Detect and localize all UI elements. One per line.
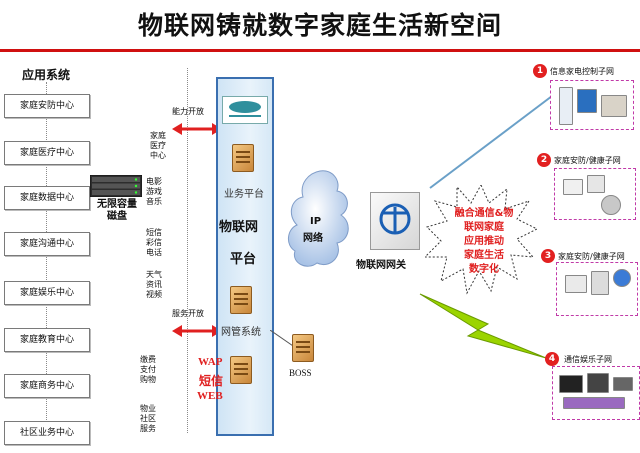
service-item: 彩信: [146, 238, 162, 247]
subnet-1-badge: 1: [533, 64, 547, 78]
starburst-text: 融合通信&物 联网家庭 应用推动 家庭生活 数字化: [444, 207, 524, 277]
service-group-community: 物业 社区 服务: [140, 404, 156, 434]
title-divider: [0, 49, 640, 52]
sms-server-icon: [230, 356, 252, 384]
gateway-subnet-link: [429, 89, 561, 189]
service-item: 游戏: [146, 187, 162, 196]
computer-icon: [587, 373, 609, 393]
storage-server-icon: [89, 174, 143, 198]
subnet-2-panel: [554, 168, 636, 220]
starburst-line: 家庭生活: [464, 250, 504, 261]
starburst-line: 应用推动: [464, 236, 504, 247]
network-mgmt-label: 网管系统: [221, 327, 261, 338]
subnet-4-panel: [552, 366, 640, 420]
app-box-entertain: 家庭娱乐中心: [4, 281, 90, 305]
wap-label: WAP: [198, 356, 223, 368]
camera-icon: [601, 195, 621, 215]
service-item: 电影: [146, 177, 162, 186]
subnet-3-panel: [556, 262, 638, 316]
meter-icon: [565, 275, 587, 293]
service-arrow-icon: [172, 325, 222, 337]
starburst-line: 数字化: [469, 264, 499, 275]
iot-platform-title-line2: 平台: [230, 252, 257, 267]
laptop-icon: [613, 377, 633, 391]
subnet-4-badge: 4: [545, 352, 559, 366]
service-item: 中心: [150, 151, 166, 160]
subnet-4-label: 通信娱乐子网: [564, 355, 612, 364]
ac-unit-icon: [577, 89, 597, 113]
fridge-icon: [559, 87, 573, 125]
service-group-medical: 家庭 医疗 中心: [150, 131, 166, 161]
lightning-bolt-icon: [419, 293, 547, 359]
ip-cloud-icon: [288, 170, 349, 267]
web-label: WEB: [197, 390, 223, 402]
subnet-1-label: 信息家电控制子网: [550, 67, 614, 76]
boss-server-icon: [292, 334, 314, 362]
boss-link-line: [270, 330, 297, 349]
water-meter-icon: [613, 269, 631, 287]
service-group-payment: 缴费 支付 购物: [140, 355, 156, 385]
media-player-icon: [563, 397, 625, 409]
service-item: 服务: [140, 424, 156, 433]
subnet-2-badge: 2: [537, 153, 551, 167]
service-item: 支付: [140, 365, 156, 374]
health-monitor-icon: [587, 175, 605, 193]
service-item: 物业: [140, 404, 156, 413]
controller-icon: [591, 271, 609, 295]
app-box-commerce: 家庭商务中心: [4, 374, 90, 398]
service-item: 社区: [140, 414, 156, 423]
page-title: 物联网铸就数字家庭生活新空间: [137, 11, 502, 40]
network-mgmt-server-icon: [230, 286, 252, 314]
app-box-data: 家庭数据中心: [4, 186, 90, 210]
service-item: 缴费: [140, 355, 156, 364]
business-server-icon: [232, 144, 254, 172]
service-item: 医疗: [150, 141, 166, 150]
service-open-label: 服务开放: [172, 309, 204, 318]
service-group-media: 电影 游戏 音乐: [146, 177, 162, 207]
service-item: 购物: [140, 375, 156, 384]
appliance-icon: [601, 95, 627, 117]
app-connector-line: [46, 82, 47, 442]
service-group-info: 天气 资讯 视频: [146, 270, 162, 300]
ip-cloud-label-line2: 网络: [303, 233, 323, 244]
service-item: 天气: [146, 270, 162, 279]
storage-label: 无限容量 磁盘: [92, 199, 142, 223]
starburst-shape: [425, 185, 537, 295]
service-separator-line: [187, 68, 188, 433]
app-box-security: 家庭安防中心: [4, 94, 90, 118]
subnet-3-badge: 3: [541, 249, 555, 263]
service-item: 资讯: [146, 280, 162, 289]
capability-open-label: 能力开放: [172, 107, 204, 116]
app-box-education: 家庭教育中心: [4, 328, 90, 352]
capability-arrow-icon: [172, 123, 222, 135]
storage-label-line1: 无限容量: [97, 199, 137, 210]
app-box-comm: 家庭沟通中心: [4, 232, 90, 256]
tv-icon: [559, 375, 583, 393]
service-item: 视频: [146, 290, 162, 299]
boss-label: BOSS: [289, 368, 312, 378]
service-item: 短信: [146, 228, 162, 237]
service-item: 家庭: [150, 131, 166, 140]
business-platform-label: 业务平台: [224, 189, 264, 200]
sms-label: 短信: [199, 374, 224, 388]
storage-label-line2: 磁盘: [107, 211, 127, 222]
gateway-label: 物联网网关: [356, 260, 406, 271]
security-sensor-icon: [563, 179, 583, 195]
subnet-3-label: 家庭安防/健康子网: [558, 252, 625, 261]
platform-logo: [222, 96, 268, 124]
subnet-1-panel: [550, 80, 634, 130]
service-item: 音乐: [146, 197, 162, 206]
service-item: 电话: [146, 248, 162, 257]
starburst-line: 融合通信&物: [454, 208, 514, 219]
gateway-device-icon: [370, 192, 420, 250]
subnet-2-label: 家庭安防/健康子网: [554, 156, 621, 165]
app-box-medical: 家庭医疗中心: [4, 141, 90, 165]
starburst-line: 联网家庭: [464, 222, 504, 233]
iot-platform-title-line1: 物联网: [219, 220, 259, 235]
ip-cloud-label-line1: IP: [310, 216, 322, 227]
app-system-label: 应用系统: [22, 68, 71, 82]
service-group-messaging: 短信 彩信 电话: [146, 228, 162, 258]
app-box-community: 社区业务中心: [4, 421, 90, 445]
